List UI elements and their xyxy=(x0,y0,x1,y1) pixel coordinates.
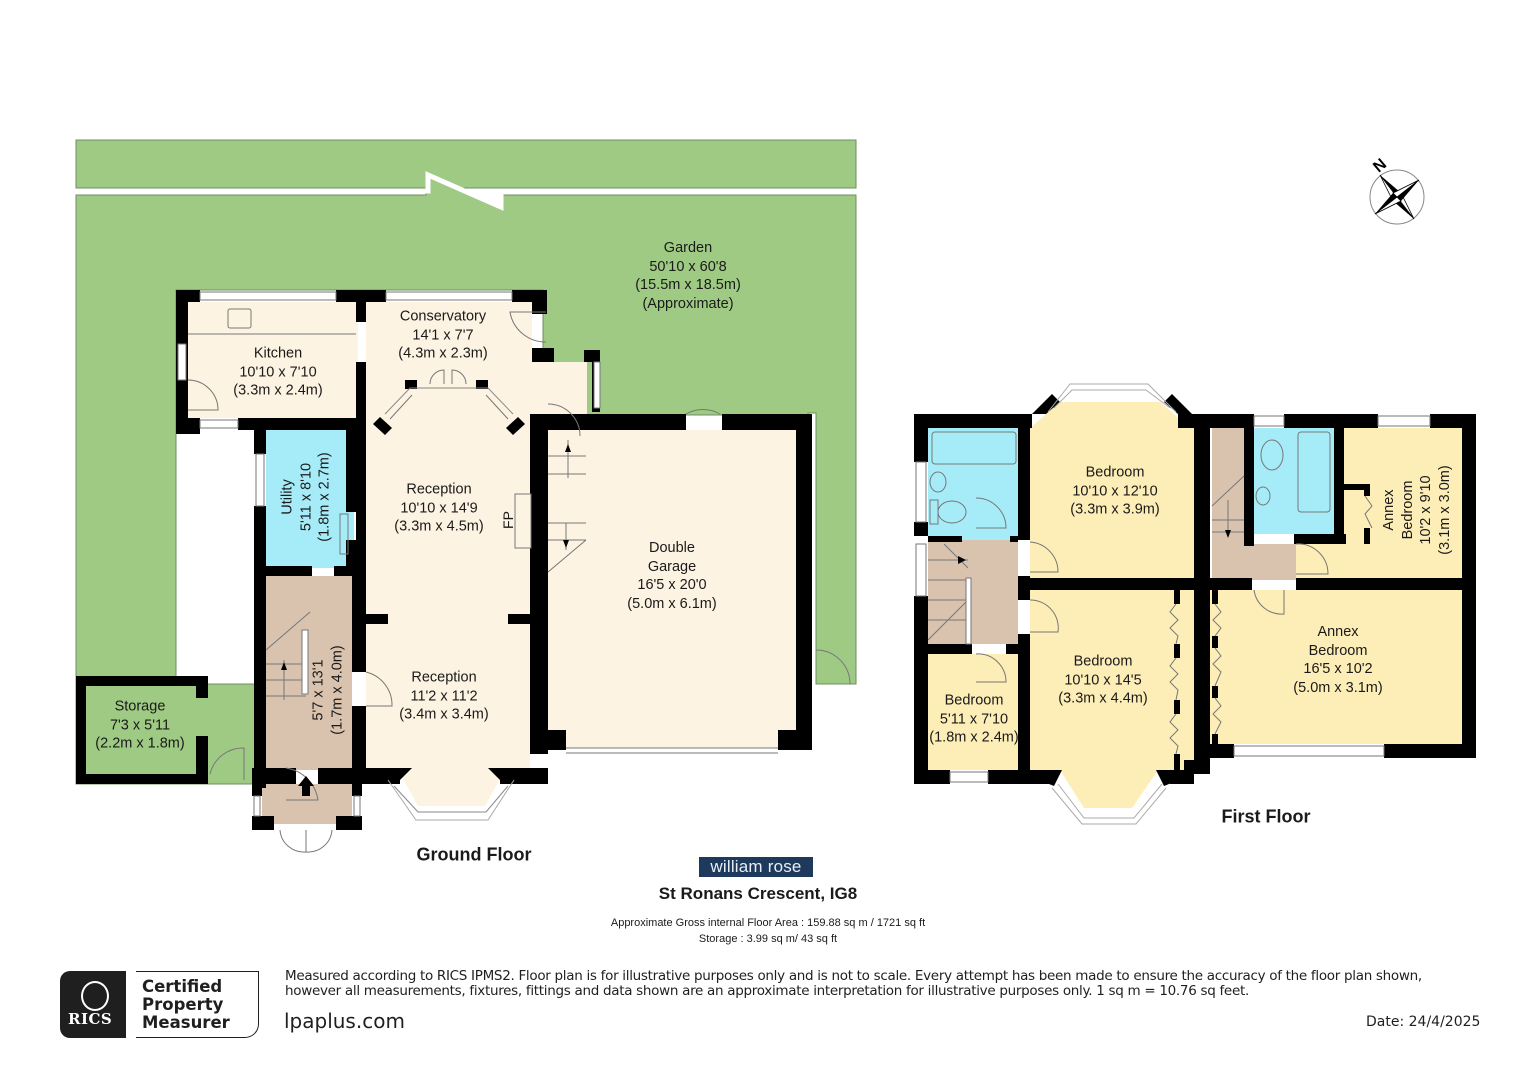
certification-text-box: Certified Property Measurer xyxy=(136,971,259,1038)
plan-date: Date: 24/4/2025 xyxy=(1366,1014,1481,1030)
room-size-imperial: 50'10 x 60'8 xyxy=(649,258,727,275)
annex-bedroom-1-label: Annex Bedroom 10'2 x 9'10 (3.1m x 3.0m) xyxy=(1380,465,1454,554)
room-size-imperial: 10'10 x 14'5 xyxy=(1064,671,1142,688)
first-floor-fills xyxy=(928,402,1462,808)
ground-floor-title: Ground Floor xyxy=(416,844,532,865)
cert-line: Measurer xyxy=(142,1013,230,1032)
room-name: Utility xyxy=(279,479,296,515)
property-address: St Ronans Crescent, IG8 xyxy=(658,884,858,903)
storage-area: Storage : 3.99 sq m/ 43 sq ft xyxy=(698,933,838,945)
website-link[interactable]: lpaplus.com xyxy=(284,1009,405,1033)
disclaimer-line: however all measurements, fixtures, fitt… xyxy=(285,983,1249,999)
room-size-imperial: 10'10 x 7'10 xyxy=(239,363,317,380)
room-size-imperial: 10'10 x 14'9 xyxy=(400,499,478,516)
room-name: Annex xyxy=(1317,624,1359,640)
room-size-metric: (2.2m x 1.8m) xyxy=(95,735,185,752)
cert-line: Certified xyxy=(142,977,223,996)
ground-floor-fixtures xyxy=(177,291,851,853)
room-name: Reception xyxy=(406,481,472,498)
rics-lion-icon xyxy=(81,981,109,1011)
room-size-imperial: 16'5 x 20'0 xyxy=(637,577,707,593)
room-size-metric: (3.3m x 2.4m) xyxy=(233,382,323,399)
room-size-imperial: 10'2 x 9'10 xyxy=(1418,475,1434,545)
room-name: Garage xyxy=(647,558,697,575)
room-name: Storage xyxy=(114,698,166,715)
room-name: Bedroom xyxy=(944,692,1004,709)
bedroom-1-label: Bedroom 10'10 x 12'10 (3.3m x 3.9m) xyxy=(1070,463,1159,519)
disclaimer-line: Measured according to RICS IPMS2. Floor … xyxy=(285,968,1422,984)
conservatory-label: Conservatory 14'1 x 7'7 (4.3m x 2.3m) xyxy=(398,307,487,363)
room-name: Bedroom xyxy=(1073,653,1133,670)
room-size-metric: (5.0m x 3.1m) xyxy=(1293,679,1383,696)
room-size-imperial: 11'2 x 11'2 xyxy=(410,687,478,704)
rics-label: RICS xyxy=(68,1010,113,1028)
room-name: Bedroom xyxy=(1308,642,1368,659)
room-name: Double xyxy=(649,540,695,556)
first-floor-title: First Floor xyxy=(1221,806,1311,827)
room-name: Reception xyxy=(411,669,477,686)
rics-certified-badge: RICS Certified Property Measurer xyxy=(60,971,260,1038)
room-size-imperial: 5'7 x 13'1 xyxy=(310,659,327,721)
bedroom-3-label: Bedroom 5'11 x 7'10 (1.8m x 2.4m) xyxy=(929,691,1018,747)
cert-line: Property xyxy=(142,995,224,1014)
room-size-imperial: 7'3 x 5'11 xyxy=(109,716,171,733)
room-size-metric: (3.3m x 4.4m) xyxy=(1058,690,1148,707)
brand-logo: william rose xyxy=(699,857,813,877)
room-name: Conservatory xyxy=(399,308,487,325)
annex-bedroom-2-label: Annex Bedroom 16'5 x 10'2 (5.0m x 3.1m) xyxy=(1293,623,1382,697)
compass-north-label: N xyxy=(1370,156,1390,176)
entrance-arrow-icon xyxy=(298,776,314,796)
room-name: Bedroom xyxy=(1085,464,1145,481)
gross-floor-area: Approximate Gross internal Floor Area : … xyxy=(610,917,926,929)
room-size-metric: (15.5m x 18.5m) xyxy=(635,277,741,293)
room-note: (Approximate) xyxy=(642,295,734,312)
room-name: Kitchen xyxy=(253,345,303,362)
room-size-metric: (1.8m x 2.7m) xyxy=(316,452,333,542)
room-size-metric: (3.3m x 4.5m) xyxy=(394,518,484,535)
ground-floor-fills xyxy=(188,302,800,824)
first-floor-walls xyxy=(914,394,1476,786)
room-size-metric: (1.8m x 2.4m) xyxy=(929,729,1019,746)
storage-label: Storage 7'3 x 5'11 (2.2m x 1.8m) xyxy=(95,697,184,753)
room-name: Garden xyxy=(663,240,713,256)
double-garage-label: Double Garage 16'5 x 20'0 (5.0m x 6.1m) xyxy=(627,539,716,613)
fireplace-label: FP xyxy=(500,511,516,529)
room-size-imperial: 5'11 x 7'10 xyxy=(939,710,1009,727)
hallway-label: 5'7 x 13'1 (1.7m x 4.0m) xyxy=(310,645,347,734)
kitchen-label: Kitchen 10'10 x 7'10 (3.3m x 2.4m) xyxy=(233,344,322,400)
certification-text: Certified Property Measurer xyxy=(142,978,230,1032)
room-name: Annex xyxy=(1381,489,1397,531)
garden-label: Garden 50'10 x 60'8 (15.5m x 18.5m) (App… xyxy=(635,239,741,313)
room-size-imperial: 5'11 x 8'10 xyxy=(297,462,314,532)
room-size-imperial: 10'10 x 12'10 xyxy=(1072,482,1158,499)
reception-2-label: Reception 11'2 x 11'2 (3.4m x 3.4m) xyxy=(399,668,488,724)
compass-rose-icon xyxy=(1369,169,1425,225)
room-size-metric: (3.1m x 3.0m) xyxy=(1436,465,1453,555)
room-size-imperial: 14'1 x 7'7 xyxy=(412,326,474,343)
bedroom-2-label: Bedroom 10'10 x 14'5 (3.3m x 4.4m) xyxy=(1058,652,1147,708)
room-size-metric: (4.3m x 2.3m) xyxy=(398,345,488,362)
utility-label: Utility 5'11 x 8'10 (1.8m x 2.7m) xyxy=(278,452,334,541)
reception-1-label: Reception 10'10 x 14'9 (3.3m x 4.5m) xyxy=(394,480,483,536)
room-size-metric: (3.3m x 3.9m) xyxy=(1070,501,1160,518)
ground-floor-walls xyxy=(76,290,812,830)
room-name: Bedroom xyxy=(1399,480,1416,540)
first-floor-fixtures xyxy=(915,383,1431,825)
rics-logo-block: RICS xyxy=(60,971,126,1038)
room-size-metric: (3.4m x 3.4m) xyxy=(399,706,489,723)
disclaimer-text: Measured according to RICS IPMS2. Floor … xyxy=(285,969,1495,999)
room-size-metric: (1.7m x 4.0m) xyxy=(329,645,345,735)
room-size-imperial: 16'5 x 10'2 xyxy=(1303,661,1373,677)
room-size-metric: (5.0m x 6.1m) xyxy=(627,595,717,612)
